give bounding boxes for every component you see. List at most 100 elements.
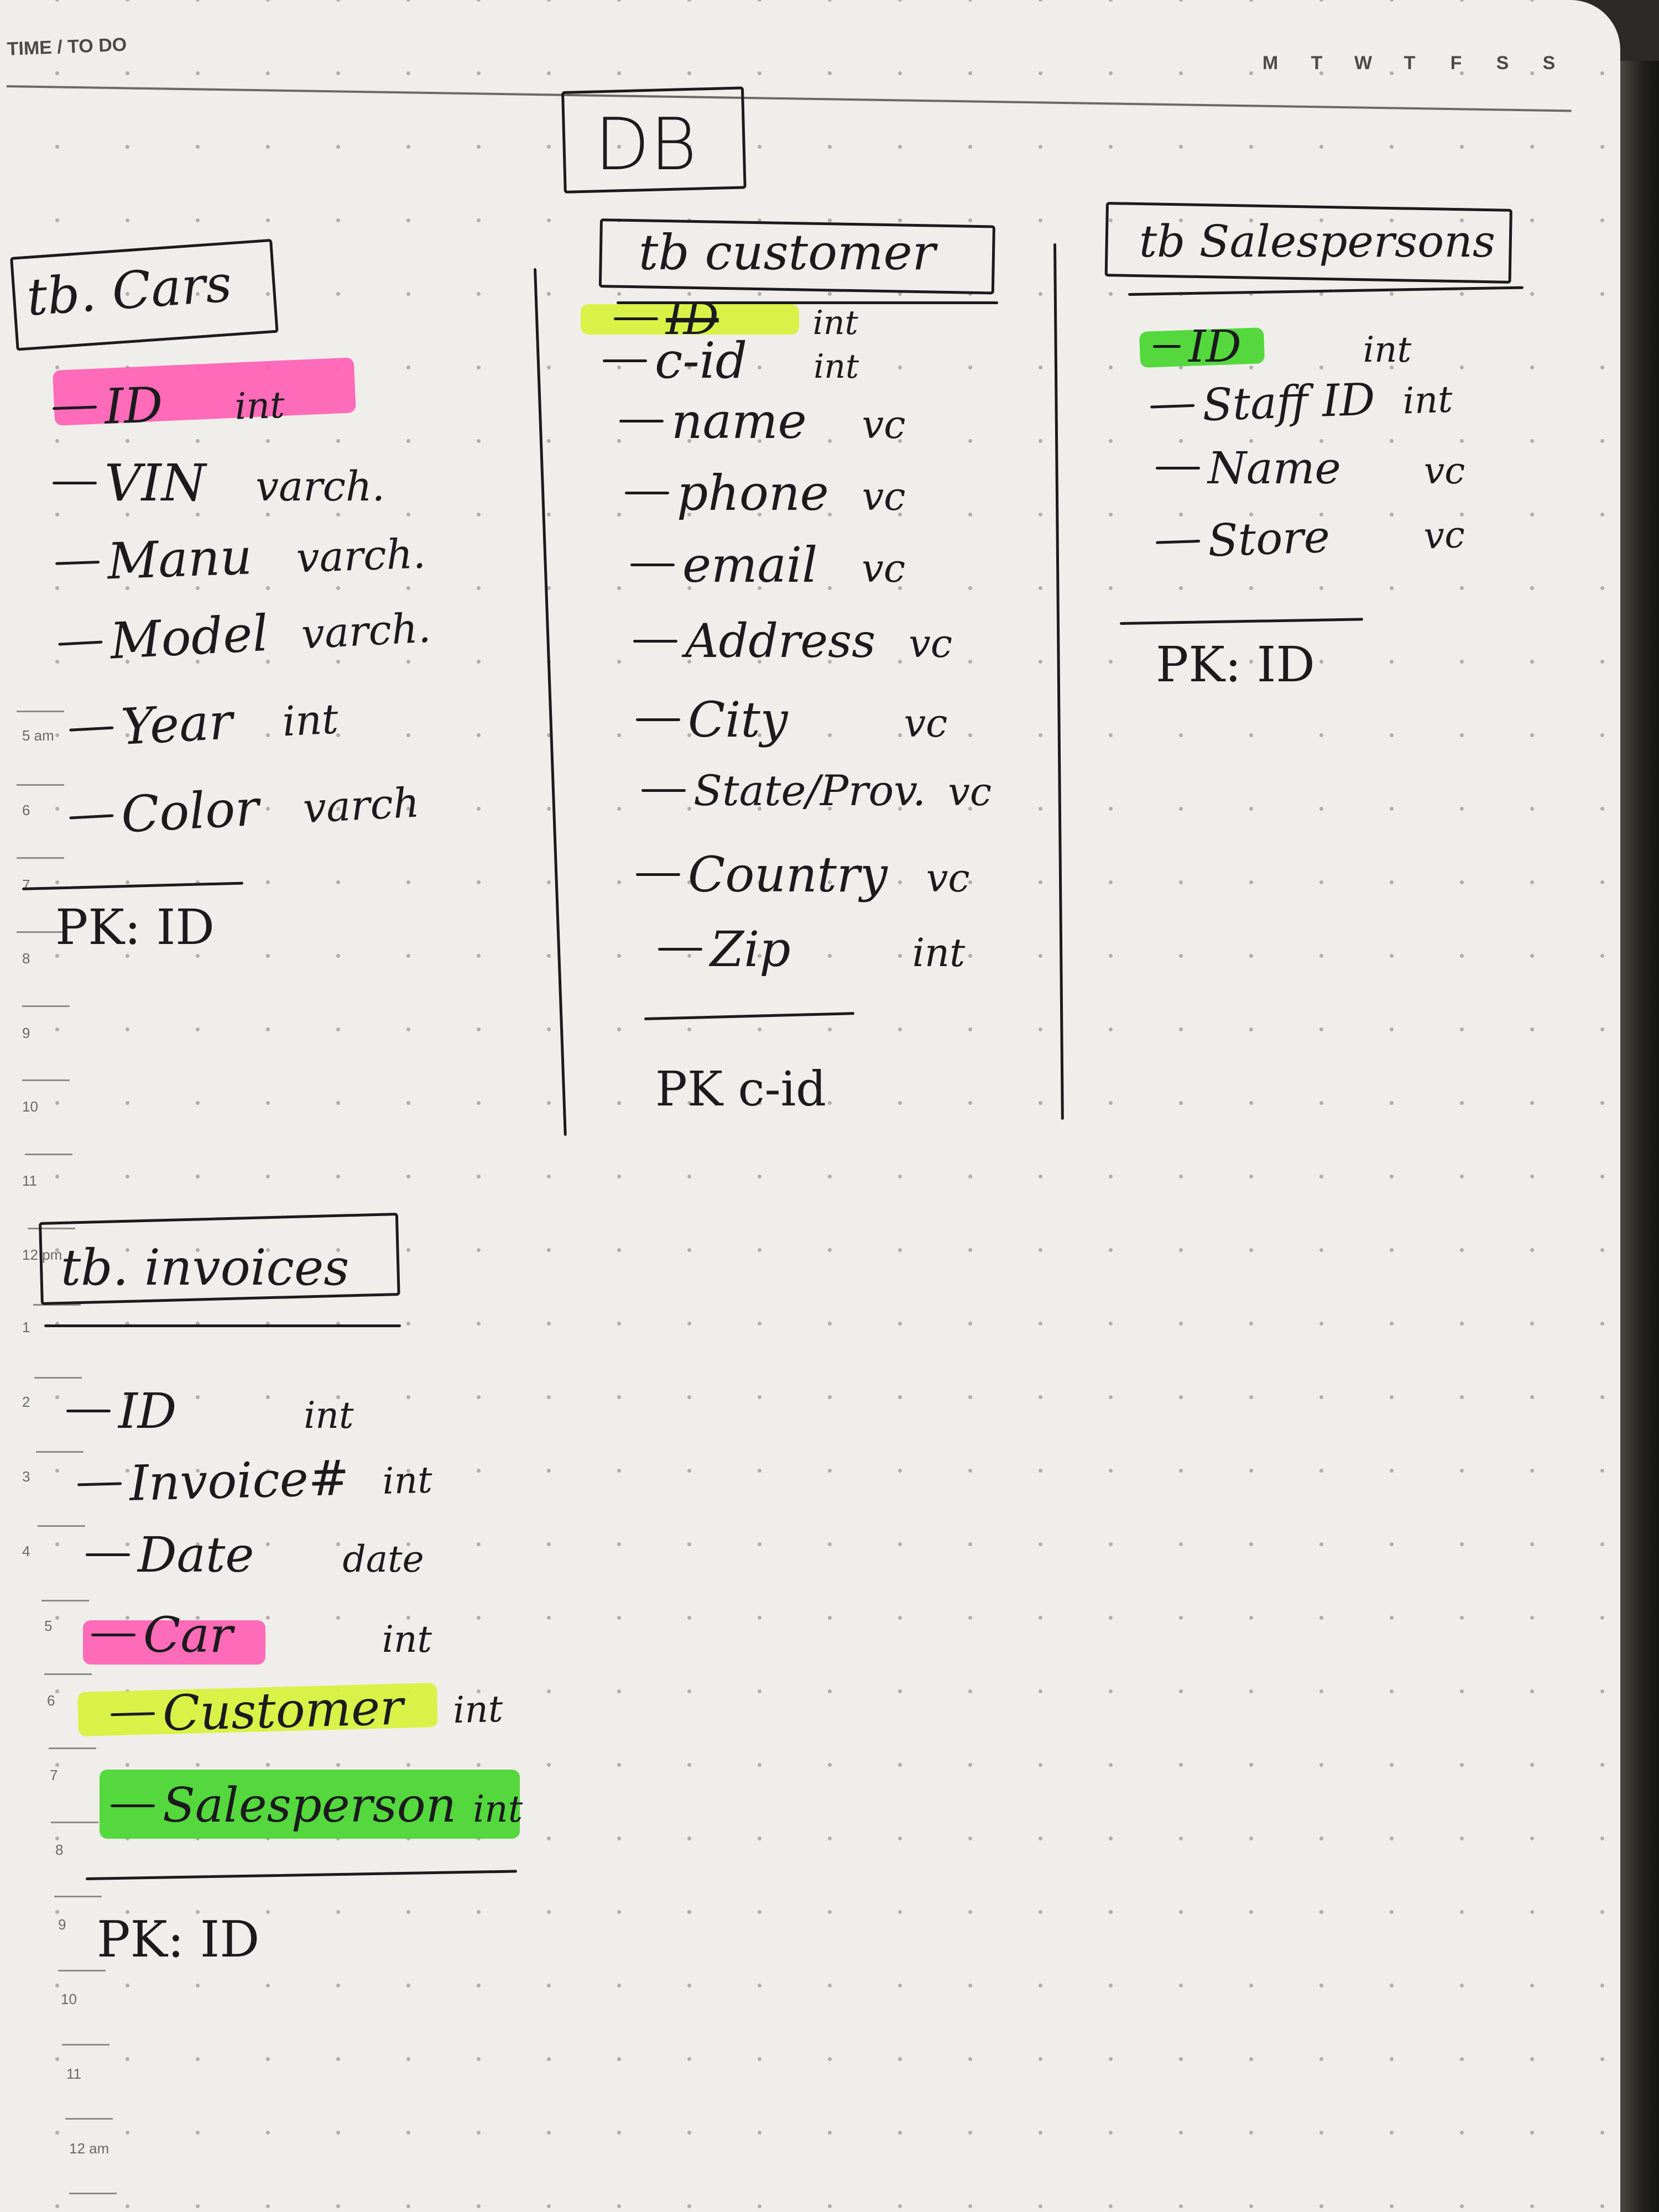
field-name: email	[682, 536, 818, 593]
customer-field-address: Address vc	[633, 614, 952, 668]
notebook-page: TIME / TO DO M T W T F S S 5 am 6 7 8 9 …	[0, 0, 1620, 2212]
invoices-field-id: ID int	[66, 1383, 353, 1439]
field-type: vc	[909, 621, 953, 666]
hour-line	[17, 857, 64, 859]
hour-label: 10	[61, 1991, 77, 2007]
field-type: vc	[948, 769, 992, 815]
field-type: int	[812, 304, 858, 342]
bullet-dash	[55, 560, 100, 565]
field-name: Color	[119, 779, 260, 844]
hour-label: 4	[22, 1543, 30, 1559]
salespersons-field-store: Store vc	[1155, 506, 1466, 568]
customer-field-c-id: c-id int	[603, 332, 859, 390]
bullet-dash	[636, 718, 680, 721]
field-type: int	[813, 347, 859, 386]
invoices-field-date: Date date	[86, 1526, 424, 1583]
hour-line	[51, 1822, 98, 1823]
field-name: Address	[685, 614, 876, 668]
hour-line	[69, 2193, 117, 2194]
customer-field-country: Country vc	[636, 846, 970, 903]
field-type: varch.	[255, 463, 385, 510]
customer-field-city: City vc	[636, 691, 947, 748]
hour-line	[62, 2044, 109, 2046]
salespersons-primary-key: PK: ID	[1156, 636, 1315, 693]
field-name: State/Prov.	[693, 766, 926, 815]
field-name: phone	[677, 465, 829, 521]
bullet-dash	[1156, 539, 1201, 544]
field-name: Store	[1207, 510, 1331, 567]
bullet-dash	[66, 1410, 111, 1412]
hour-line	[54, 1896, 102, 1897]
hour-line	[22, 1005, 70, 1007]
hour-label: 12 am	[69, 2140, 109, 2157]
field-name: Year	[119, 692, 234, 757]
hour-label: 2	[22, 1394, 30, 1410]
bullet-dash	[77, 1482, 122, 1486]
field-name: Country	[688, 846, 888, 903]
field-name: name	[671, 393, 807, 450]
hour-line	[28, 1228, 75, 1229]
hour-label: 8	[55, 1841, 64, 1858]
field-type: vc	[904, 701, 948, 746]
hour-label: 12 pm	[22, 1246, 62, 1263]
weekday-thu: T	[1404, 53, 1416, 74]
field-type: int	[452, 1687, 504, 1732]
field-type: int	[304, 1394, 354, 1437]
field-type: vc	[862, 546, 906, 591]
hour-label: 1	[22, 1319, 30, 1335]
bullet-dash	[111, 1804, 155, 1807]
bullet-dash	[603, 359, 647, 362]
salespersons-field-name: Name vc	[1156, 442, 1465, 494]
hour-label: 8	[22, 950, 30, 967]
invoices-title-underline	[44, 1324, 401, 1327]
hour-label: 6	[22, 802, 30, 818]
field-name: ID	[118, 1383, 177, 1439]
field-name: ID	[1188, 321, 1241, 372]
bullet-dash	[636, 873, 680, 876]
bullet-dash	[86, 1553, 130, 1556]
hour-label: 9	[58, 1916, 66, 1933]
field-type: int	[1402, 378, 1453, 422]
weekday-sun: S	[1542, 53, 1556, 74]
customer-field-zip: Zip int	[658, 921, 965, 978]
hour-line	[44, 1673, 92, 1675]
field-name: Invoice#	[128, 1449, 350, 1512]
invoices-field-car: Car int	[91, 1606, 432, 1663]
field-name: Model	[108, 604, 270, 671]
field-name: Date	[138, 1526, 254, 1583]
bullet-dash	[619, 420, 664, 422]
hour-line	[41, 1600, 89, 1601]
db-title: DB	[594, 102, 697, 186]
hour-label: 10	[22, 1098, 38, 1115]
customer-field-email: email vc	[630, 536, 905, 593]
hour-line	[38, 1525, 85, 1527]
hour-line	[17, 784, 64, 786]
highlight-green	[100, 1770, 520, 1839]
cars-field-id: ID int	[51, 372, 285, 437]
bullet-dash	[614, 317, 658, 320]
bullet-dash	[111, 1712, 155, 1717]
notebook-binding	[1620, 61, 1659, 2212]
weekday-sat: S	[1496, 53, 1509, 74]
invoices-field-salesperson: Salesperson int	[111, 1778, 523, 1833]
hour-line	[49, 1747, 96, 1749]
weekday-tue: T	[1311, 53, 1323, 74]
customer-primary-key: PK c-id	[655, 1062, 827, 1117]
hour-label: 5	[44, 1618, 53, 1634]
bullet-dash	[1153, 345, 1181, 348]
field-type: vc	[862, 402, 906, 447]
invoices-field-customer: Customer int	[110, 1676, 504, 1744]
hour-line	[34, 1377, 82, 1379]
cars-field-vin: VIN varch.	[53, 453, 385, 513]
customer-title-underline	[617, 301, 998, 304]
bullet-dash	[53, 405, 97, 410]
hour-label: 5 am	[22, 727, 54, 744]
field-name: City	[688, 691, 788, 748]
weekday-row: M T W T F S S	[1261, 53, 1558, 74]
bullet-dash	[91, 1634, 135, 1636]
bullet-dash	[658, 948, 702, 951]
field-type: vc	[862, 474, 906, 519]
field-type: int	[382, 1618, 432, 1661]
salespersons-field-id: ID int	[1153, 321, 1411, 372]
field-type: vc	[926, 855, 970, 901]
